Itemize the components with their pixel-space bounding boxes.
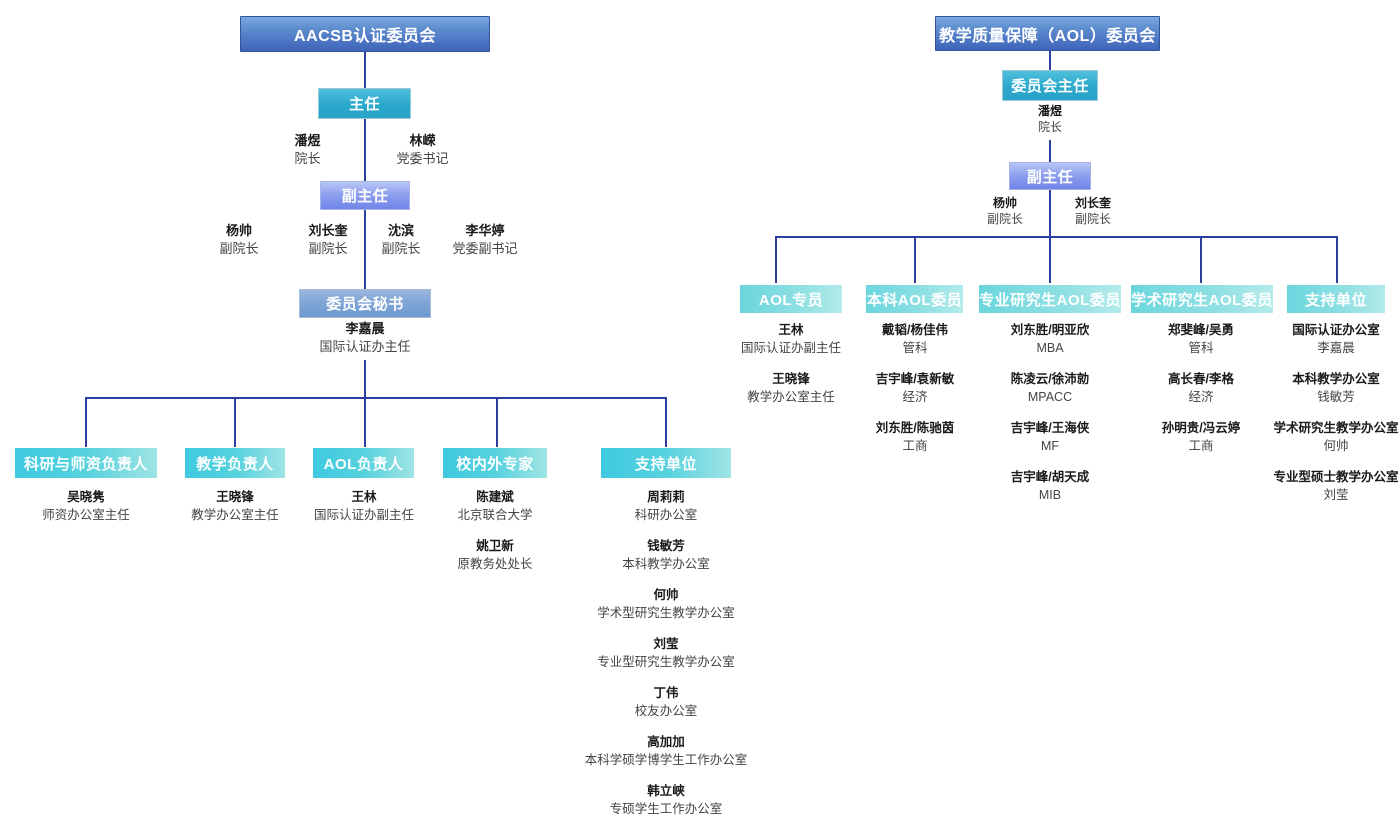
list-item: 王林 国际认证办副主任 (740, 323, 841, 355)
list-item: 钱敏芳 本科教学办公室 (622, 539, 710, 571)
list-item: 本科教学办公室 钱敏芳 (1292, 372, 1380, 404)
right-deputy-2: 刘长奎 副院长 (1074, 196, 1111, 227)
right-director-box: 委员会主任 (1002, 70, 1098, 101)
connector-drop-4 (496, 397, 498, 447)
list-item: 学术研究生教学办公室 何帅 (1273, 421, 1399, 453)
connector-right-drop-5 (1336, 236, 1338, 283)
left-director-2: 林嵘 党委书记 (396, 133, 449, 166)
list-item: 戴韬/杨佳伟 管科 (882, 323, 948, 355)
left-deputy-1: 杨帅 副院长 (219, 223, 259, 256)
left-column-members-4: 周莉莉 科研办公室 钱敏芳 本科教学办公室 何帅 学术型研究生教学办公室 刘莹 … (561, 489, 771, 818)
list-item: 王晓锋 教学办公室主任 (747, 372, 835, 404)
right-column-box-3: 学术研究生AOL委员 (1131, 285, 1273, 313)
left-column-members-1: 王晓锋 教学办公室主任 (155, 489, 315, 524)
list-item: 何帅 学术型研究生教学办公室 (597, 588, 735, 620)
connector-drop-5 (665, 397, 667, 447)
connector-right-drop-1 (775, 236, 777, 283)
right-column-members-2: 刘东胜/明亚欣 MBA 陈凌云/徐沛勍 MPACC 吉宇峰/王海侠 MF 吉宇峰… (985, 322, 1115, 504)
list-item: 韩立峡 专硕学生工作办公室 (609, 784, 723, 816)
list-item: 刘东胜/明亚欣 MBA (1010, 323, 1090, 355)
right-column-box-0: AOL专员 (740, 285, 842, 313)
list-item: 陈凌云/徐沛勍 MPACC (1010, 372, 1090, 404)
list-item: 国际认证办公室 李嘉晨 (1292, 323, 1380, 355)
left-secretary-box: 委员会秘书 (299, 289, 431, 318)
left-secretary-person: 李嘉晨 国际认证办主任 (319, 321, 411, 354)
list-item: 姚卫新 原教务处处长 (457, 539, 533, 571)
list-item: 吉宇峰/胡天成 MIB (1010, 470, 1090, 502)
left-column-members-3: 陈建斌 北京联合大学 姚卫新 原教务处处长 (425, 489, 565, 573)
left-column-box-1: 教学负责人 (185, 448, 285, 478)
list-item: 王林 国际认证办副主任 (313, 490, 414, 522)
connector-right-deputy-trunk (1049, 190, 1051, 236)
right-deputy-box: 副主任 (1009, 162, 1091, 190)
left-director-box: 主任 (318, 88, 411, 119)
list-item: 陈建斌 北京联合大学 (457, 490, 533, 522)
right-column-box-4: 支持单位 (1287, 285, 1385, 313)
connector-title-to-director (364, 52, 366, 88)
list-item: 高长春/李格 经济 (1168, 372, 1234, 404)
left-deputy-box: 副主任 (320, 181, 410, 210)
list-item: 孙明贵/冯云婷 工商 (1161, 421, 1241, 453)
right-director-person: 潘煜 院长 (1037, 104, 1062, 135)
list-item: 周莉莉 科研办公室 (634, 490, 698, 522)
list-item: 专业型硕士教学办公室 刘莹 (1273, 470, 1399, 502)
connector-right-bus (775, 236, 1336, 238)
connector-drop-2 (234, 397, 236, 447)
connector-right-director-to-deputy (1049, 140, 1051, 162)
list-item: 吉宇峰/王海侠 MF (1010, 421, 1090, 453)
left-column-box-3: 校内外专家 (443, 448, 547, 478)
list-item: 郑斐峰/吴勇 管科 (1168, 323, 1234, 355)
right-column-members-1: 戴韬/杨佳伟 管科 吉宇峰/袁新敏 经济 刘东胜/陈驰茵 工商 (855, 322, 975, 455)
connector-secretary-trunk (364, 360, 366, 398)
list-item: 吴晓隽 师资办公室主任 (42, 490, 130, 522)
list-item: 高加加 本科学硕学博学生工作办公室 (584, 735, 748, 767)
right-column-members-3: 郑斐峰/吴勇 管科 高长春/李格 经济 孙明贵/冯云婷 工商 (1140, 322, 1262, 455)
list-item: 丁伟 校友办公室 (634, 686, 698, 718)
connector-drop-1 (85, 397, 87, 447)
right-deputy-1: 杨帅 副院长 (986, 196, 1023, 227)
left-deputy-2: 刘长奎 副院长 (308, 223, 348, 256)
left-column-members-0: 吴晓隽 师资办公室主任 (0, 489, 172, 524)
left-column-box-0: 科研与师资负责人 (15, 448, 157, 478)
left-column-box-2: AOL负责人 (313, 448, 414, 478)
left-chart-title-box: AACSB认证委员会 (240, 16, 490, 52)
connector-deputy-to-secretary (364, 210, 366, 289)
connector-right-drop-3 (1049, 236, 1051, 283)
connector-right-drop-4 (1200, 236, 1202, 283)
left-column-box-4: 支持单位 (601, 448, 731, 478)
right-column-box-1: 本科AOL委员 (866, 285, 963, 313)
right-column-box-2: 专业研究生AOL委员 (979, 285, 1121, 313)
connector-right-drop-2 (914, 236, 916, 283)
left-director-1: 潘煜 院长 (294, 133, 321, 166)
connector-right-title-to-director (1049, 51, 1051, 70)
list-item: 刘莹 专业型研究生教学办公室 (597, 637, 735, 669)
right-column-members-4: 国际认证办公室 李嘉晨 本科教学办公室 钱敏芳 学术研究生教学办公室 何帅 专业… (1264, 322, 1400, 504)
left-deputy-3: 沈滨 副院长 (381, 223, 421, 256)
left-column-members-2: 王林 国际认证办副主任 (285, 489, 443, 524)
connector-left-bus (85, 397, 666, 399)
list-item: 吉宇峰/袁新敏 经济 (875, 372, 955, 404)
right-column-members-0: 王林 国际认证办副主任 王晓锋 教学办公室主任 (721, 322, 861, 406)
connector-drop-3 (364, 397, 366, 447)
list-item: 刘东胜/陈驰茵 工商 (875, 421, 955, 453)
list-item: 王晓锋 教学办公室主任 (191, 490, 279, 522)
right-chart-title-box: 教学质量保障（AOL）委员会 (935, 16, 1160, 51)
left-deputy-4: 李华婷 党委副书记 (452, 223, 518, 256)
connector-director-to-deputy (364, 119, 366, 181)
